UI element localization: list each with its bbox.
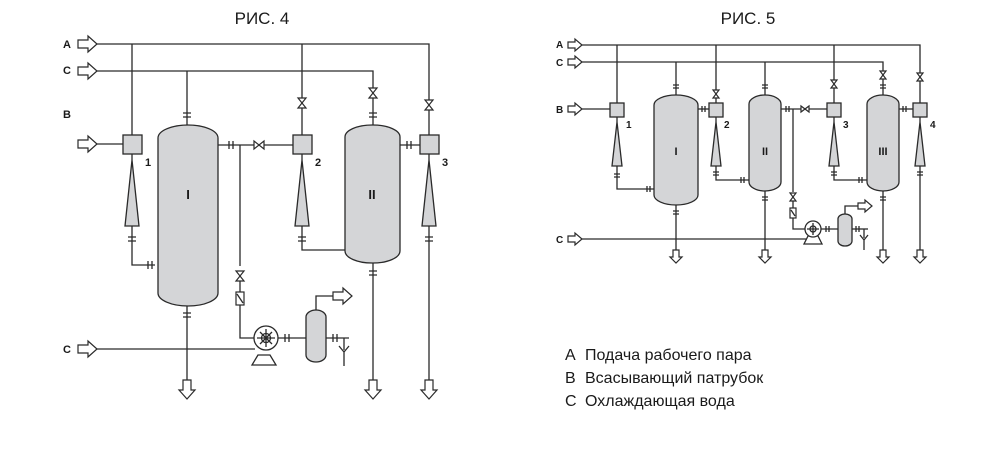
fig4-steam-header <box>97 43 430 100</box>
fig5-ejector-2-head <box>708 102 724 118</box>
legend-text: Охлаждающая вода <box>585 393 735 410</box>
fig5-input-b-label: B <box>556 105 563 116</box>
fig5-ejector-2-diffuser <box>710 121 722 167</box>
fig5-vessel-III <box>866 94 900 192</box>
legend-text: Подача рабочего пара <box>585 347 752 364</box>
legend-key: A <box>565 347 576 364</box>
fig4-ejector-2-head <box>292 134 313 155</box>
fig4-valve-line-I-2 <box>253 140 265 150</box>
fig5-vessel-III-label: III <box>878 146 887 158</box>
fig5-ejector-4-label: 4 <box>930 120 936 131</box>
legend-text: Всасывающий патрубок <box>585 370 764 387</box>
fig4-ejector-2-label: 2 <box>315 157 321 169</box>
fig5-vessel-I-label: I <box>674 146 677 158</box>
fig4-water-inlet-bottom-arrow <box>77 340 98 358</box>
fig5-input-c-bottom-label: C <box>556 235 563 246</box>
fig4-valve-2 <box>297 97 307 109</box>
fig5-pump <box>802 220 824 245</box>
fig4-vessel-II-label: II <box>368 187 375 202</box>
fig5-separator-vent-arrow <box>857 199 873 213</box>
fig5-separator <box>837 213 853 247</box>
fig4-ejector-3-label: 3 <box>442 157 448 169</box>
fig4-ejector-1-diffuser <box>124 159 140 227</box>
fig4-vessel-I-label: I <box>186 187 190 202</box>
fig5-ejector-1-head <box>609 102 625 118</box>
fig5-valve-4 <box>916 72 924 82</box>
fig5-vessel-I-drain-arrow <box>669 249 683 264</box>
fig4-vessel-I-drain-arrow <box>178 379 196 400</box>
figure-5: РИС. 5 A C B C 1 I <box>556 9 936 264</box>
fig4-vessel-II-drain-arrow <box>364 379 382 400</box>
fig4-ejector-2-diffuser <box>294 159 310 227</box>
fig5-valve-pump-line <box>789 192 797 202</box>
fig5-ejector-3-label: 3 <box>843 120 849 131</box>
fig4-ejector-3-diffuser <box>421 159 437 227</box>
fig5-ejector-1-diffuser <box>611 121 623 167</box>
fig5-water-header <box>582 61 884 71</box>
fig4-ejector-1-label: 1 <box>145 157 151 169</box>
fig4-input-b-label: B <box>63 109 71 121</box>
fig5-vessel-II-label: II <box>762 146 768 158</box>
fig5-ejector-4-head <box>912 102 928 118</box>
fig4-separator-vent-arrow <box>332 287 353 305</box>
fig5-vessel-II <box>748 94 782 192</box>
fig4-suction-inlet-arrow <box>77 135 98 153</box>
fig5-suction-inlet-arrow <box>567 102 583 116</box>
fig4-pump <box>250 325 279 366</box>
legend-key: C <box>565 393 577 410</box>
fig4-input-c-label: C <box>63 65 71 77</box>
fig4-input-c-bottom-label: C <box>63 344 71 356</box>
fig5-input-a-label: A <box>556 40 563 51</box>
fig5-valve-3 <box>830 79 838 89</box>
fig4-vessel-I <box>157 124 219 307</box>
fig5-water-inlet-bottom-arrow <box>567 232 583 246</box>
fig5-valve-water-III <box>879 70 887 80</box>
fig5-valve-2 <box>712 89 720 99</box>
fig5-ejector-3-head <box>826 102 842 118</box>
legend-item: B Всасывающий патрубок <box>565 367 763 390</box>
fig5-steam-header <box>582 44 921 73</box>
legend: A Подача рабочего пара B Всасывающий патру… <box>565 344 763 413</box>
fig5-water-inlet-arrow <box>567 55 583 69</box>
fig4-water-inlet-arrow <box>77 62 98 80</box>
fig4-water-header <box>97 70 374 88</box>
figure-4-title: РИС. 4 <box>235 9 290 28</box>
fig5-input-c-label: C <box>556 58 563 69</box>
fig4-valve-water-II <box>368 87 378 99</box>
figure-5-title: РИС. 5 <box>721 9 776 28</box>
fig5-ejector-4-outlet-arrow <box>913 249 927 264</box>
fig5-ejector-1-label: 1 <box>626 120 632 131</box>
fig5-ejector-2-label: 2 <box>724 120 730 131</box>
fig4-steam-inlet-arrow <box>77 35 98 53</box>
fig5-vessel-III-drain-arrow <box>876 249 890 264</box>
fig4-valve-3 <box>424 99 434 111</box>
legend-item: A Подача рабочего пара <box>565 344 763 367</box>
fig4-ejector-1-head <box>122 134 143 155</box>
fig4-input-a-label: A <box>63 39 71 51</box>
fig5-valve-line-II-3 <box>800 105 810 113</box>
fig4-ejector-3-head <box>419 134 440 155</box>
legend-key: B <box>565 370 576 387</box>
fig5-steam-inlet-arrow <box>567 38 583 52</box>
fig4-ejector-3-outlet-arrow <box>420 379 438 400</box>
legend-item: C Охлаждающая вода <box>565 390 763 413</box>
fig4-separator <box>305 309 327 363</box>
fig5-ejector-3-diffuser <box>828 121 840 167</box>
figure-4: РИС. 4 A C B C 1 I <box>63 9 448 400</box>
fig5-ejector-4-diffuser <box>914 121 926 167</box>
fig5-vessel-II-drain-arrow <box>758 249 772 264</box>
fig4-valve-pump-line <box>235 270 245 282</box>
